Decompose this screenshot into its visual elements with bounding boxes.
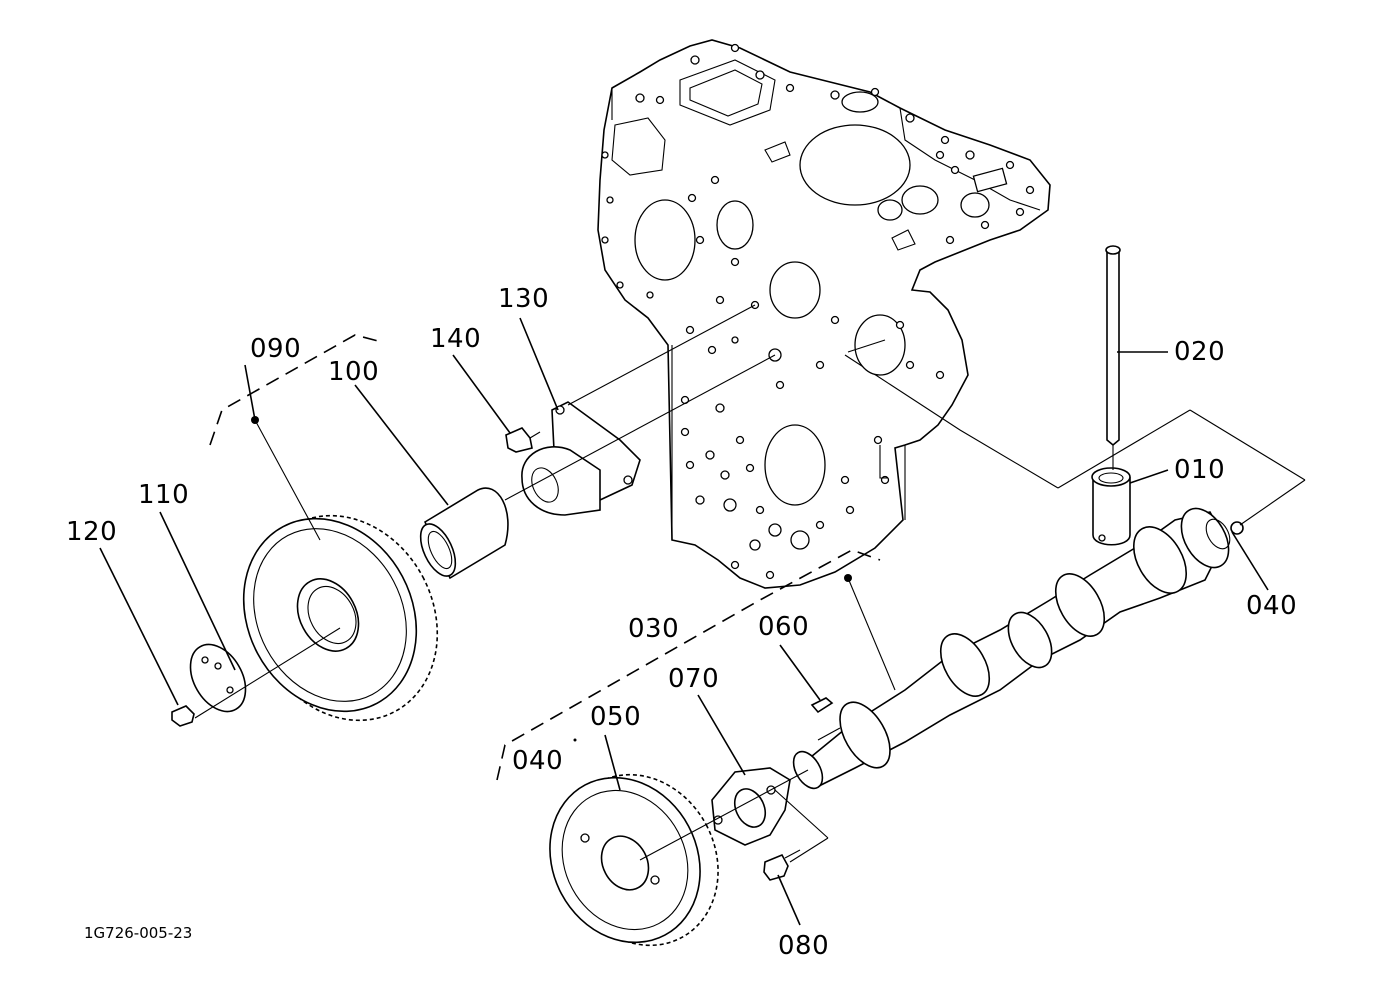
label-050: 050 xyxy=(590,702,641,732)
diagram-reference-code: 1G726-005-23 xyxy=(84,924,192,942)
reference-dot xyxy=(844,574,852,582)
label-110: 110 xyxy=(138,480,189,510)
label-030: 030 xyxy=(628,614,679,644)
feather-key-icon xyxy=(810,697,834,714)
group-bracket-030 xyxy=(496,549,881,781)
label-130: 130 xyxy=(498,284,549,314)
label-060: 060 xyxy=(758,612,809,642)
bolt-140-icon xyxy=(505,427,541,453)
collar-110-icon xyxy=(189,643,247,713)
idle-gear-shaft-icon xyxy=(521,401,641,516)
label-070: 070 xyxy=(668,664,719,694)
label-010: 010 xyxy=(1174,455,1225,485)
label-120: 120 xyxy=(66,517,117,547)
label-040-left: 040 xyxy=(512,746,563,776)
cam-gear-icon xyxy=(549,773,719,947)
label-090: 090 xyxy=(250,334,301,364)
label-040-right: 040 xyxy=(1246,591,1297,621)
group-bracket-090 xyxy=(209,334,383,446)
reference-dot xyxy=(251,416,259,424)
bolt-080-icon xyxy=(763,849,801,881)
reference-dot xyxy=(573,738,577,742)
push-rod-icon xyxy=(1105,245,1121,470)
idle-gear-icon xyxy=(242,514,439,722)
label-080: 080 xyxy=(778,931,829,961)
label-020: 020 xyxy=(1174,337,1225,367)
thrust-plate-icon xyxy=(711,767,791,846)
label-140: 140 xyxy=(430,324,481,354)
camshaft-icon xyxy=(792,507,1231,790)
idle-gear-bushing-icon xyxy=(419,487,509,580)
gear-case-plate-icon xyxy=(597,39,1059,589)
bolt-120-icon xyxy=(171,705,195,727)
tappet-icon xyxy=(1091,467,1131,546)
label-100: 100 xyxy=(328,357,379,387)
leader-lines xyxy=(99,304,1306,926)
